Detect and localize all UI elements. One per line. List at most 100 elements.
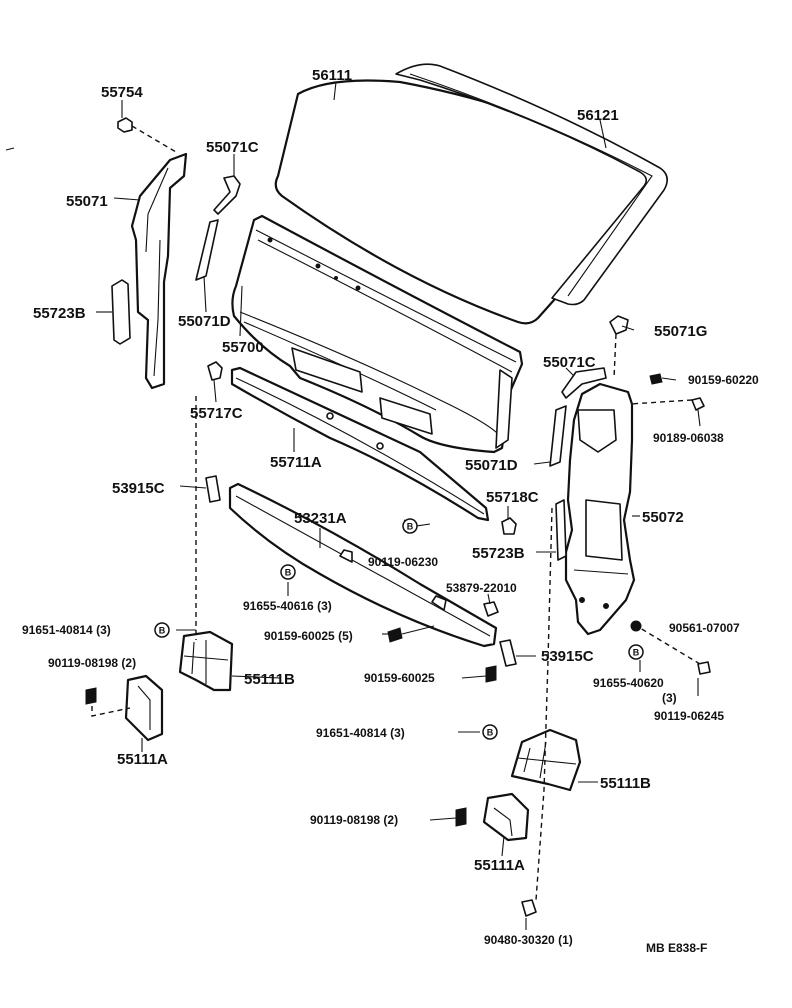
clip-53879-22010 bbox=[483, 601, 499, 617]
pillar-trim-55071-line bbox=[145, 167, 169, 253]
bracket-55111B-right bbox=[510, 728, 582, 792]
label-53879-22010: 53879-22010 bbox=[446, 581, 517, 595]
label-55111B-right: 55111B bbox=[600, 775, 651, 792]
panel-hole-4 bbox=[334, 276, 338, 280]
svg-text:B: B bbox=[285, 568, 292, 578]
svg-text:B: B bbox=[159, 626, 166, 636]
nut-90480-30320 bbox=[521, 899, 537, 917]
label-90119-06245: 90119-06245 bbox=[654, 709, 724, 723]
label-90561-07007: 90561-07007 bbox=[669, 621, 740, 635]
back-door-panel-55700 bbox=[231, 214, 524, 454]
lower-trim-bump-1 bbox=[339, 549, 353, 563]
label-55071G: 55071G bbox=[654, 323, 707, 340]
dash-55754 bbox=[131, 125, 177, 153]
label-55717C: 55717C bbox=[190, 405, 243, 422]
pillar-trim-55072-lower bbox=[573, 569, 629, 575]
marker-b-5: B bbox=[482, 724, 498, 740]
label-55071: 55071 bbox=[66, 193, 108, 210]
label-56121: 56121 bbox=[577, 107, 619, 124]
diagram-code: MB E838-F bbox=[646, 941, 707, 955]
clip-55071C-left bbox=[213, 175, 241, 215]
bracket-55111A-left bbox=[124, 674, 164, 742]
label-55700: 55700 bbox=[222, 339, 264, 356]
dash-55071G bbox=[613, 333, 617, 379]
panel-hole-3 bbox=[355, 285, 361, 291]
dash-90189 bbox=[629, 399, 693, 405]
label-90159-60220: 90159-60220 bbox=[688, 373, 759, 387]
label-55072: 55072 bbox=[642, 509, 684, 526]
label-55723B-left: 55723B bbox=[33, 305, 86, 322]
clip-55718C bbox=[501, 517, 517, 535]
lower-trim-53231A bbox=[228, 482, 498, 648]
pillar-trim-55071-line-2 bbox=[153, 239, 161, 377]
trim-55711A bbox=[230, 366, 490, 522]
label-91655-40620-qty: (3) bbox=[662, 691, 677, 705]
weatherstrip-56121-inner bbox=[409, 73, 653, 297]
screw-90159-60025-a bbox=[387, 627, 403, 643]
label-90119-08198-right: 90119-08198 (2) bbox=[310, 813, 398, 827]
marker-b-3: B bbox=[154, 622, 170, 638]
svg-text:B: B bbox=[633, 648, 640, 658]
label-91655-40620: 91655-40620 bbox=[593, 676, 664, 690]
label-91655-40616: 91655-40616 (3) bbox=[243, 599, 332, 613]
dash-90119-06245 bbox=[639, 627, 701, 665]
screw-90159-60025-a-shaft bbox=[401, 625, 435, 635]
back-door-panel-top-edge-2 bbox=[257, 239, 513, 373]
label-53915C-right: 53915C bbox=[541, 648, 594, 665]
svg-text:B: B bbox=[407, 522, 414, 532]
svg-text:B: B bbox=[487, 728, 494, 738]
label-53231A: 53231A bbox=[294, 510, 347, 527]
bracket-55111A-left-line bbox=[137, 685, 151, 730]
label-55111B-left: 55111B bbox=[244, 671, 295, 688]
back-door-panel-top-edge bbox=[255, 229, 517, 363]
label-91651-40814-left: 91651-40814 (3) bbox=[22, 623, 111, 637]
clip-55071C-right bbox=[561, 367, 607, 399]
nut-90189-06038 bbox=[691, 397, 705, 411]
bracket-55111B-right-line bbox=[517, 741, 577, 779]
pillar-hole-1 bbox=[579, 597, 585, 603]
marker-b-4: B bbox=[628, 644, 644, 660]
label-55723B-right: 55723B bbox=[472, 545, 525, 562]
back-door-panel-lower bbox=[239, 311, 501, 437]
label-55754: 55754 bbox=[101, 84, 143, 101]
label-53915C-left: 53915C bbox=[112, 480, 165, 497]
label-90159-60025-a: 90159-60025 (5) bbox=[264, 629, 353, 643]
trim-clip-2 bbox=[376, 442, 384, 450]
clip-55754 bbox=[117, 117, 133, 133]
dash-guide-right bbox=[535, 507, 553, 901]
pillar-trim-55072-window-2 bbox=[577, 409, 617, 453]
label-90189-06038: 90189-06038 bbox=[653, 431, 724, 445]
trim-clip-1 bbox=[326, 412, 334, 420]
pillar-hole-2 bbox=[603, 603, 609, 609]
label-90480-30320: 90480-30320 (1) bbox=[484, 933, 573, 947]
label-90159-60025-b: 90159-60025 bbox=[364, 671, 435, 685]
label-91651-40814-right: 91651-40814 (3) bbox=[316, 726, 405, 740]
bolt-90119-08198-right bbox=[455, 807, 467, 827]
clip-55071G bbox=[609, 315, 629, 335]
label-55071D-left: 55071D bbox=[178, 313, 231, 330]
license-recess bbox=[291, 347, 363, 393]
label-55718C: 55718C bbox=[486, 489, 539, 506]
leader-lines bbox=[96, 81, 701, 930]
marker-b-2: B bbox=[280, 564, 296, 580]
lower-trim-53231A-edge bbox=[235, 495, 491, 637]
bracket-55111B-left-line bbox=[183, 640, 229, 684]
nut-90561-07007 bbox=[630, 620, 642, 632]
bracket-55723B-right bbox=[555, 499, 567, 561]
bolt-90119-08198-left bbox=[85, 687, 97, 705]
label-55111A-left: 55111A bbox=[117, 751, 168, 768]
strip-55071D-left bbox=[195, 219, 219, 281]
strip-55071D-right bbox=[549, 405, 567, 467]
label-55071C-right: 55071C bbox=[543, 354, 596, 371]
label-90119-06230: 90119-06230 bbox=[368, 555, 438, 569]
weatherstrip-56121 bbox=[395, 63, 668, 306]
bolt-90119-06245 bbox=[697, 661, 711, 675]
cap-53915C-left bbox=[205, 475, 221, 503]
label-55071C-left: 55071C bbox=[206, 139, 259, 156]
panel-hole-2 bbox=[315, 263, 321, 269]
cap-53915C-right bbox=[499, 639, 517, 667]
clip-55717C bbox=[207, 361, 223, 381]
label-56111: 56111 bbox=[312, 67, 352, 84]
label-90119-08198-left: 90119-08198 (2) bbox=[48, 656, 136, 670]
